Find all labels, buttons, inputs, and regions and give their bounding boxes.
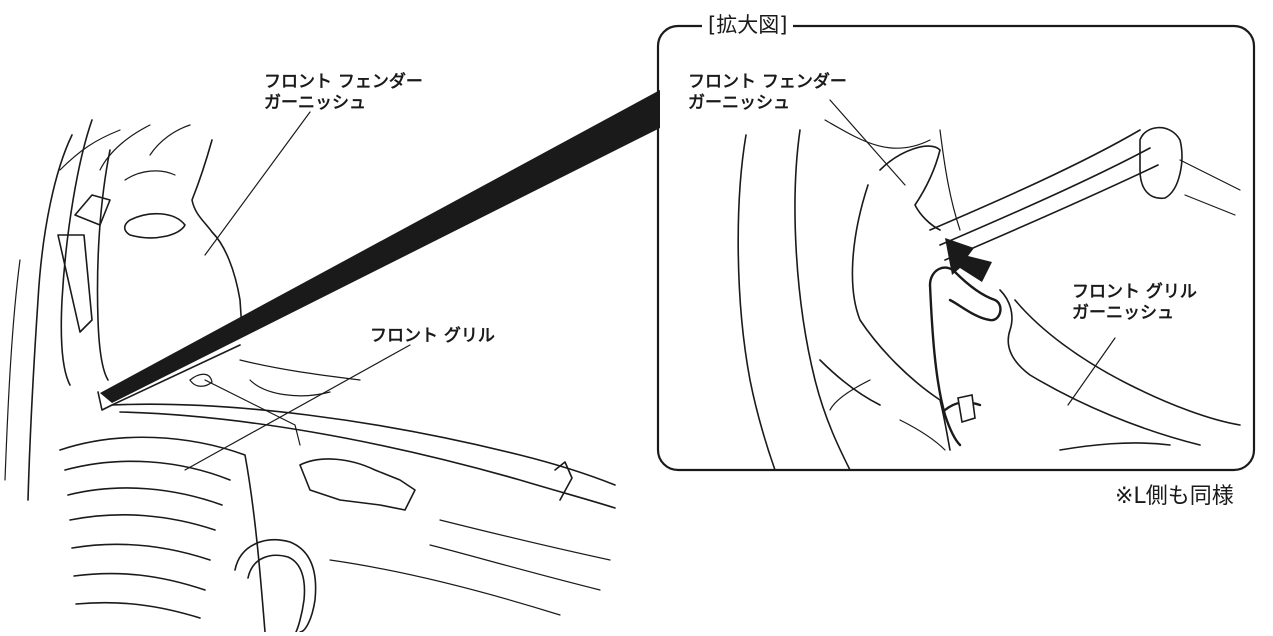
detail-grille-garnish-label-line1: フロント グリル [1072,282,1197,302]
insertion-arrow [945,238,992,282]
detail-grille-garnish-label-line2: ガーニッシュ [1072,303,1174,323]
front-grille-label: フロント グリル [370,326,495,346]
detail-fender-garnish-label-line1: フロント フェンダー [688,72,847,92]
side-note: ※L側も同様 [1115,484,1234,509]
detail-fender-garnish-label: フロント フェンダー ガーニッシュ [688,72,847,114]
detail-view [737,99,1241,471]
fender-garnish-label-line1: フロント フェンダー [264,72,423,92]
detail-frame [656,24,1256,472]
main-vehicle-view [4,111,616,633]
detail-grille-garnish-label: フロント グリル ガーニッシュ [1072,282,1197,324]
detail-fender-garnish-label-line2: ガーニッシュ [688,93,790,113]
detail-title: [拡大図] [702,12,794,38]
callout-pointer [100,90,660,403]
fender-garnish-label-line2: ガーニッシュ [264,93,366,113]
fender-garnish-label: フロント フェンダー ガーニッシュ [264,72,423,114]
